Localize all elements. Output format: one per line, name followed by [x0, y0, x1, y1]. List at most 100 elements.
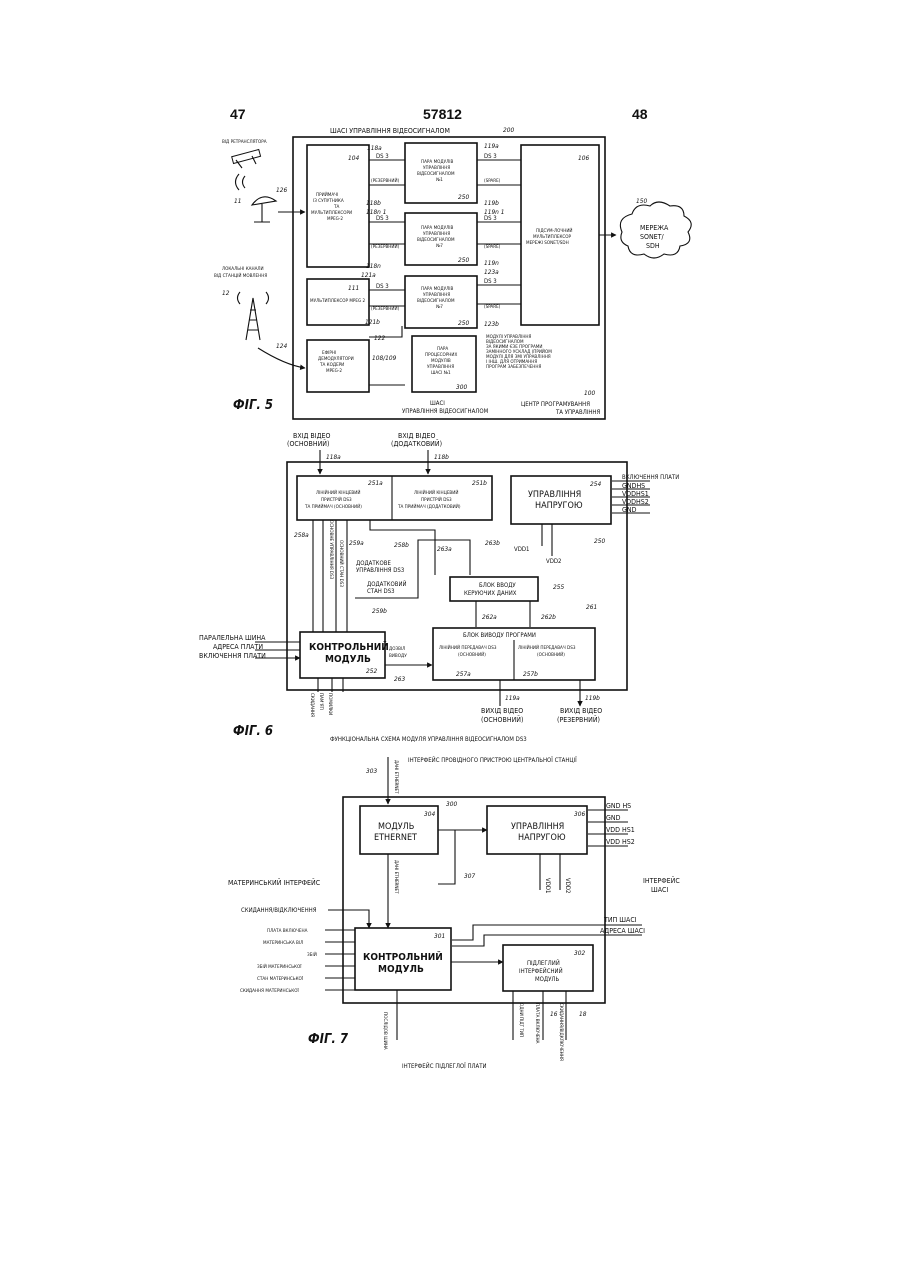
video-out-main-line2: (ОСНОВНИЙ): [481, 715, 523, 724]
svg-text:VDDHS1: VDDHS1: [622, 490, 649, 498]
ref-11: 11: [234, 197, 241, 205]
pair1-line2: УПРАВЛІННЯ: [423, 165, 450, 171]
tx-main-line2: (ОСНОВНИЙ): [458, 651, 486, 658]
processor-line4: УПРАВЛІННЯ: [427, 364, 454, 370]
pair1-line4: №1: [436, 177, 443, 183]
video-out-res-line2: (РЕЗЕРВНИЙ): [557, 715, 600, 724]
f6-vdd2: VDD2: [546, 558, 561, 565]
processor-line2: ПРОЦЕСОРНИХ: [425, 352, 458, 358]
mother-interface: МАТЕРИНСЬКИЙ ІНТЕРФЕЙС: [228, 878, 321, 887]
f7-ctrl-line2: МОДУЛЬ: [378, 964, 424, 975]
pair1-ref: 250: [458, 193, 469, 201]
f6-ref-250: 250: [594, 537, 605, 545]
pair7a-line3: ВІДЕОСИГНАЛОМ: [417, 237, 455, 243]
fig7-top-interface: ІНТЕРФЕЙС ПРОВІДНОГО ПРИСТРОЮ ЦЕНТРАЛЬНО…: [408, 757, 577, 764]
f7-reset-off: СКИДАННЯ/ВІДКЛЮЧЕННЯ: [241, 907, 317, 914]
figure-6: ВХІД ВІДЕО (ОСНОВНИЙ) ВХІД ВІДЕО (ДОДАТК…: [199, 432, 679, 743]
add-state-line2: СТАН DS3: [367, 588, 395, 595]
svg-text:СТАН МАТЕРИНСЬКОЇ: СТАН МАТЕРИНСЬКОЇ: [257, 975, 304, 982]
lt-main-line1: ЛІНІЙНИЙ КІНЦЕВИЙ: [316, 489, 360, 496]
add-state-line1: ДОДАТКОВИЙ: [367, 581, 407, 588]
sub-module-line3: МОДУЛЬ: [535, 976, 559, 983]
svg-text:АДРЕСА ШАСІ: АДРЕСА ШАСІ: [600, 927, 645, 935]
ds3-links-left: DS 3 (РЕЗЕРВНИЙ) DS 3 (РЕЗЕРВНИЙ) DS 3 (…: [361, 144, 405, 326]
svg-text:ПЛАТА ВКЛЮЧЕНА: ПЛАТА ВКЛЮЧЕНА: [267, 928, 308, 934]
svg-text:118n: 118n: [366, 262, 381, 270]
f6-ref-251b: 251b: [472, 479, 487, 487]
f6-power-line1: УПРАВЛІННЯ: [528, 490, 581, 500]
f7-left-signals: ПЛАТА ВКЛЮЧЕНА МАТЕРИНСЬКА ВІЛ ЗБІЙ ЗБІЙ…: [240, 928, 355, 994]
out-enable-line2: ВИВОДУ: [389, 653, 407, 659]
coders-line3: ТА КОДЕРИ: [319, 362, 344, 368]
svg-text:119n: 119n: [484, 259, 499, 267]
chassis-ref: 200: [503, 126, 514, 134]
add-ctrl-line2: УПРАВЛІННЯ DS3: [356, 567, 404, 574]
sonet-mux-ref: 106: [578, 154, 589, 162]
center-caption-line1: ЦЕНТР ПРОГРАМУВАННЯ: [521, 401, 590, 408]
local-channels-line1: ЛОКАЛЬНІ КАНАЛИ: [222, 266, 264, 272]
mux-label: МУЛЬТИПЛЕКСОР MPEG 2: [310, 298, 366, 304]
out-enable-line1: ДОЗВІЛ: [389, 646, 405, 652]
svg-text:DS 3: DS 3: [484, 153, 497, 160]
ref-303: 303: [366, 767, 377, 775]
chassis-iface-line2: ШАСІ: [651, 886, 668, 894]
svg-text:VDD HS2: VDD HS2: [606, 838, 635, 846]
f6-ref-119b: 119b: [585, 694, 600, 702]
main-state-label: ОСНОВНИЙ СТАН DS3: [338, 540, 345, 587]
ref-307: 307: [464, 872, 475, 880]
f7-vert-1: ПОСЛІДОВ ШИНА: [382, 1012, 388, 1050]
pair1-line1: ПАРА МОДУЛІВ: [421, 159, 453, 165]
f6-ref-262b: 262b: [541, 613, 556, 621]
chassis-caption-line2: УПРАВЛІННЯ ВІДЕОСИГНАЛОМ: [402, 408, 489, 415]
f6-ref-263: 263: [394, 675, 405, 683]
tx-main-line1: ЛІНІЙНИЙ ПЕРЕДАВАЧ DS3: [439, 644, 497, 651]
f7-power-line1: УПРАВЛІННЯ: [511, 822, 564, 832]
pair7a-ref: 250: [458, 256, 469, 264]
ref-301: 301: [434, 932, 445, 940]
output-block-title: БЛОК ВИВОДУ ПРОГРАМИ: [463, 632, 536, 639]
svg-text:DS 3: DS 3: [376, 283, 389, 290]
video-in-add-line1: ВХІД ВІДЕО: [398, 432, 435, 440]
ref-122: 122: [374, 334, 385, 342]
ref-12: 12: [222, 289, 230, 297]
processor-line1: ПАРА: [437, 346, 448, 352]
coders-line4: MPEG-2: [326, 368, 342, 374]
svg-text:ТИП ШАСІ: ТИП ШАСІ: [603, 916, 637, 924]
local-channels-line2: ВІД СТАНЦІЙ МОВЛЕННЯ: [214, 272, 267, 279]
svg-text:GND HS: GND HS: [606, 802, 631, 810]
svg-text:GNDHS: GNDHS: [622, 482, 645, 490]
sonet-mux-line1: ПІДСУМ-ЛОЧНИЙ: [536, 227, 573, 234]
ref-124: 124: [276, 342, 287, 350]
svg-text:GND: GND: [622, 506, 637, 514]
ref-126: 126: [276, 186, 287, 194]
svg-text:VDDHS2: VDDHS2: [622, 498, 649, 506]
network-line3: SDH: [646, 242, 660, 250]
f6-ref-119a: 119a: [505, 694, 520, 702]
svg-text:АДРЕСА ПЛАТИ: АДРЕСА ПЛАТИ: [213, 643, 263, 651]
f6-vert-2: ПАМ'ЯТІ: [318, 693, 324, 710]
video-in-add-line2: (ДОДАТКОВИЙ): [391, 439, 442, 448]
f6-ref-255: 255: [553, 583, 564, 591]
video-out-main-line1: ВИХІД ВІДЕО: [481, 707, 523, 715]
f6-vdd1: VDD1: [514, 546, 529, 553]
pair7a-line1: ПАРА МОДУЛІВ: [421, 225, 453, 231]
fig5-caption: ФІГ. 5: [233, 398, 273, 413]
sonet-mux-line2: МУЛЬТИПЛЕКСОР: [533, 234, 572, 240]
f6-vert-3: ПОМИЛКИ: [327, 693, 333, 715]
f6-ref-257b: 257b: [523, 670, 538, 678]
lt-add-line3: ТА ПРИЙМАЧ (ДОДАТКОВИЙ): [397, 503, 461, 510]
receivers-line1: ПРИЙМАЧІ: [316, 191, 338, 198]
f6-ref-261: 261: [586, 603, 597, 611]
pair7b-line2: УПРАВЛІННЯ: [423, 292, 450, 298]
video-in-main-line2: (ОСНОВНИЙ): [287, 439, 329, 448]
sub-module-line2: ІНТЕРФЕЙСНИЙ: [519, 968, 563, 975]
pair7b-line3: ВІДЕОСИГНАЛОМ: [417, 298, 455, 304]
ref-304: 304: [424, 810, 435, 818]
f6-ref-259a: 259a: [349, 539, 364, 547]
ds3-links-right: DS 3 (SPARE) DS 3 (SPARE) DS 3 (SPARE) 1…: [477, 142, 521, 328]
chassis-iface-line1: ІНТЕРФЕЙС: [643, 876, 680, 885]
eth-data-top: ДАНІ ETHERNET: [393, 760, 399, 794]
lt-main-line2: ПРИСТРІЙ DS3: [321, 496, 352, 503]
svg-text:118n 1: 118n 1: [366, 208, 386, 216]
